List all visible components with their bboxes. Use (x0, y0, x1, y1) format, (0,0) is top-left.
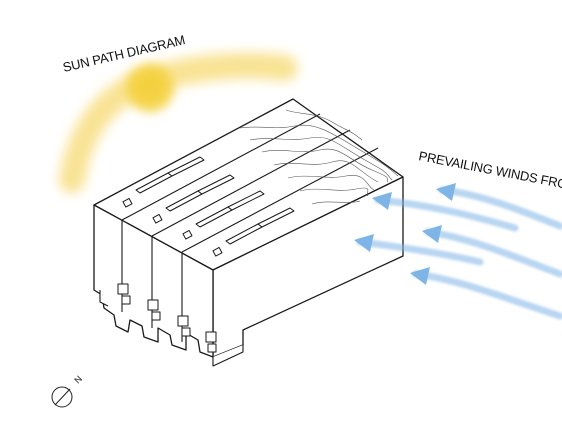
building-base (99, 290, 244, 367)
wind-arrow-icon (372, 192, 519, 232)
wind-arrow-icon (436, 183, 562, 230)
wind-arrow-icon (422, 225, 562, 278)
wind-arrow-icon (410, 267, 562, 320)
prevailing-winds-label: PREVAILING WINDS FROM (417, 148, 562, 194)
entry-notches (117, 283, 217, 353)
wind-arrow-icon (354, 234, 484, 266)
skylights (122, 156, 295, 257)
wind-arrows (354, 183, 562, 320)
north-arrow-icon: N (51, 374, 84, 408)
north-label: N (72, 374, 84, 386)
roof-texture (239, 109, 399, 205)
building-block (93, 98, 404, 367)
